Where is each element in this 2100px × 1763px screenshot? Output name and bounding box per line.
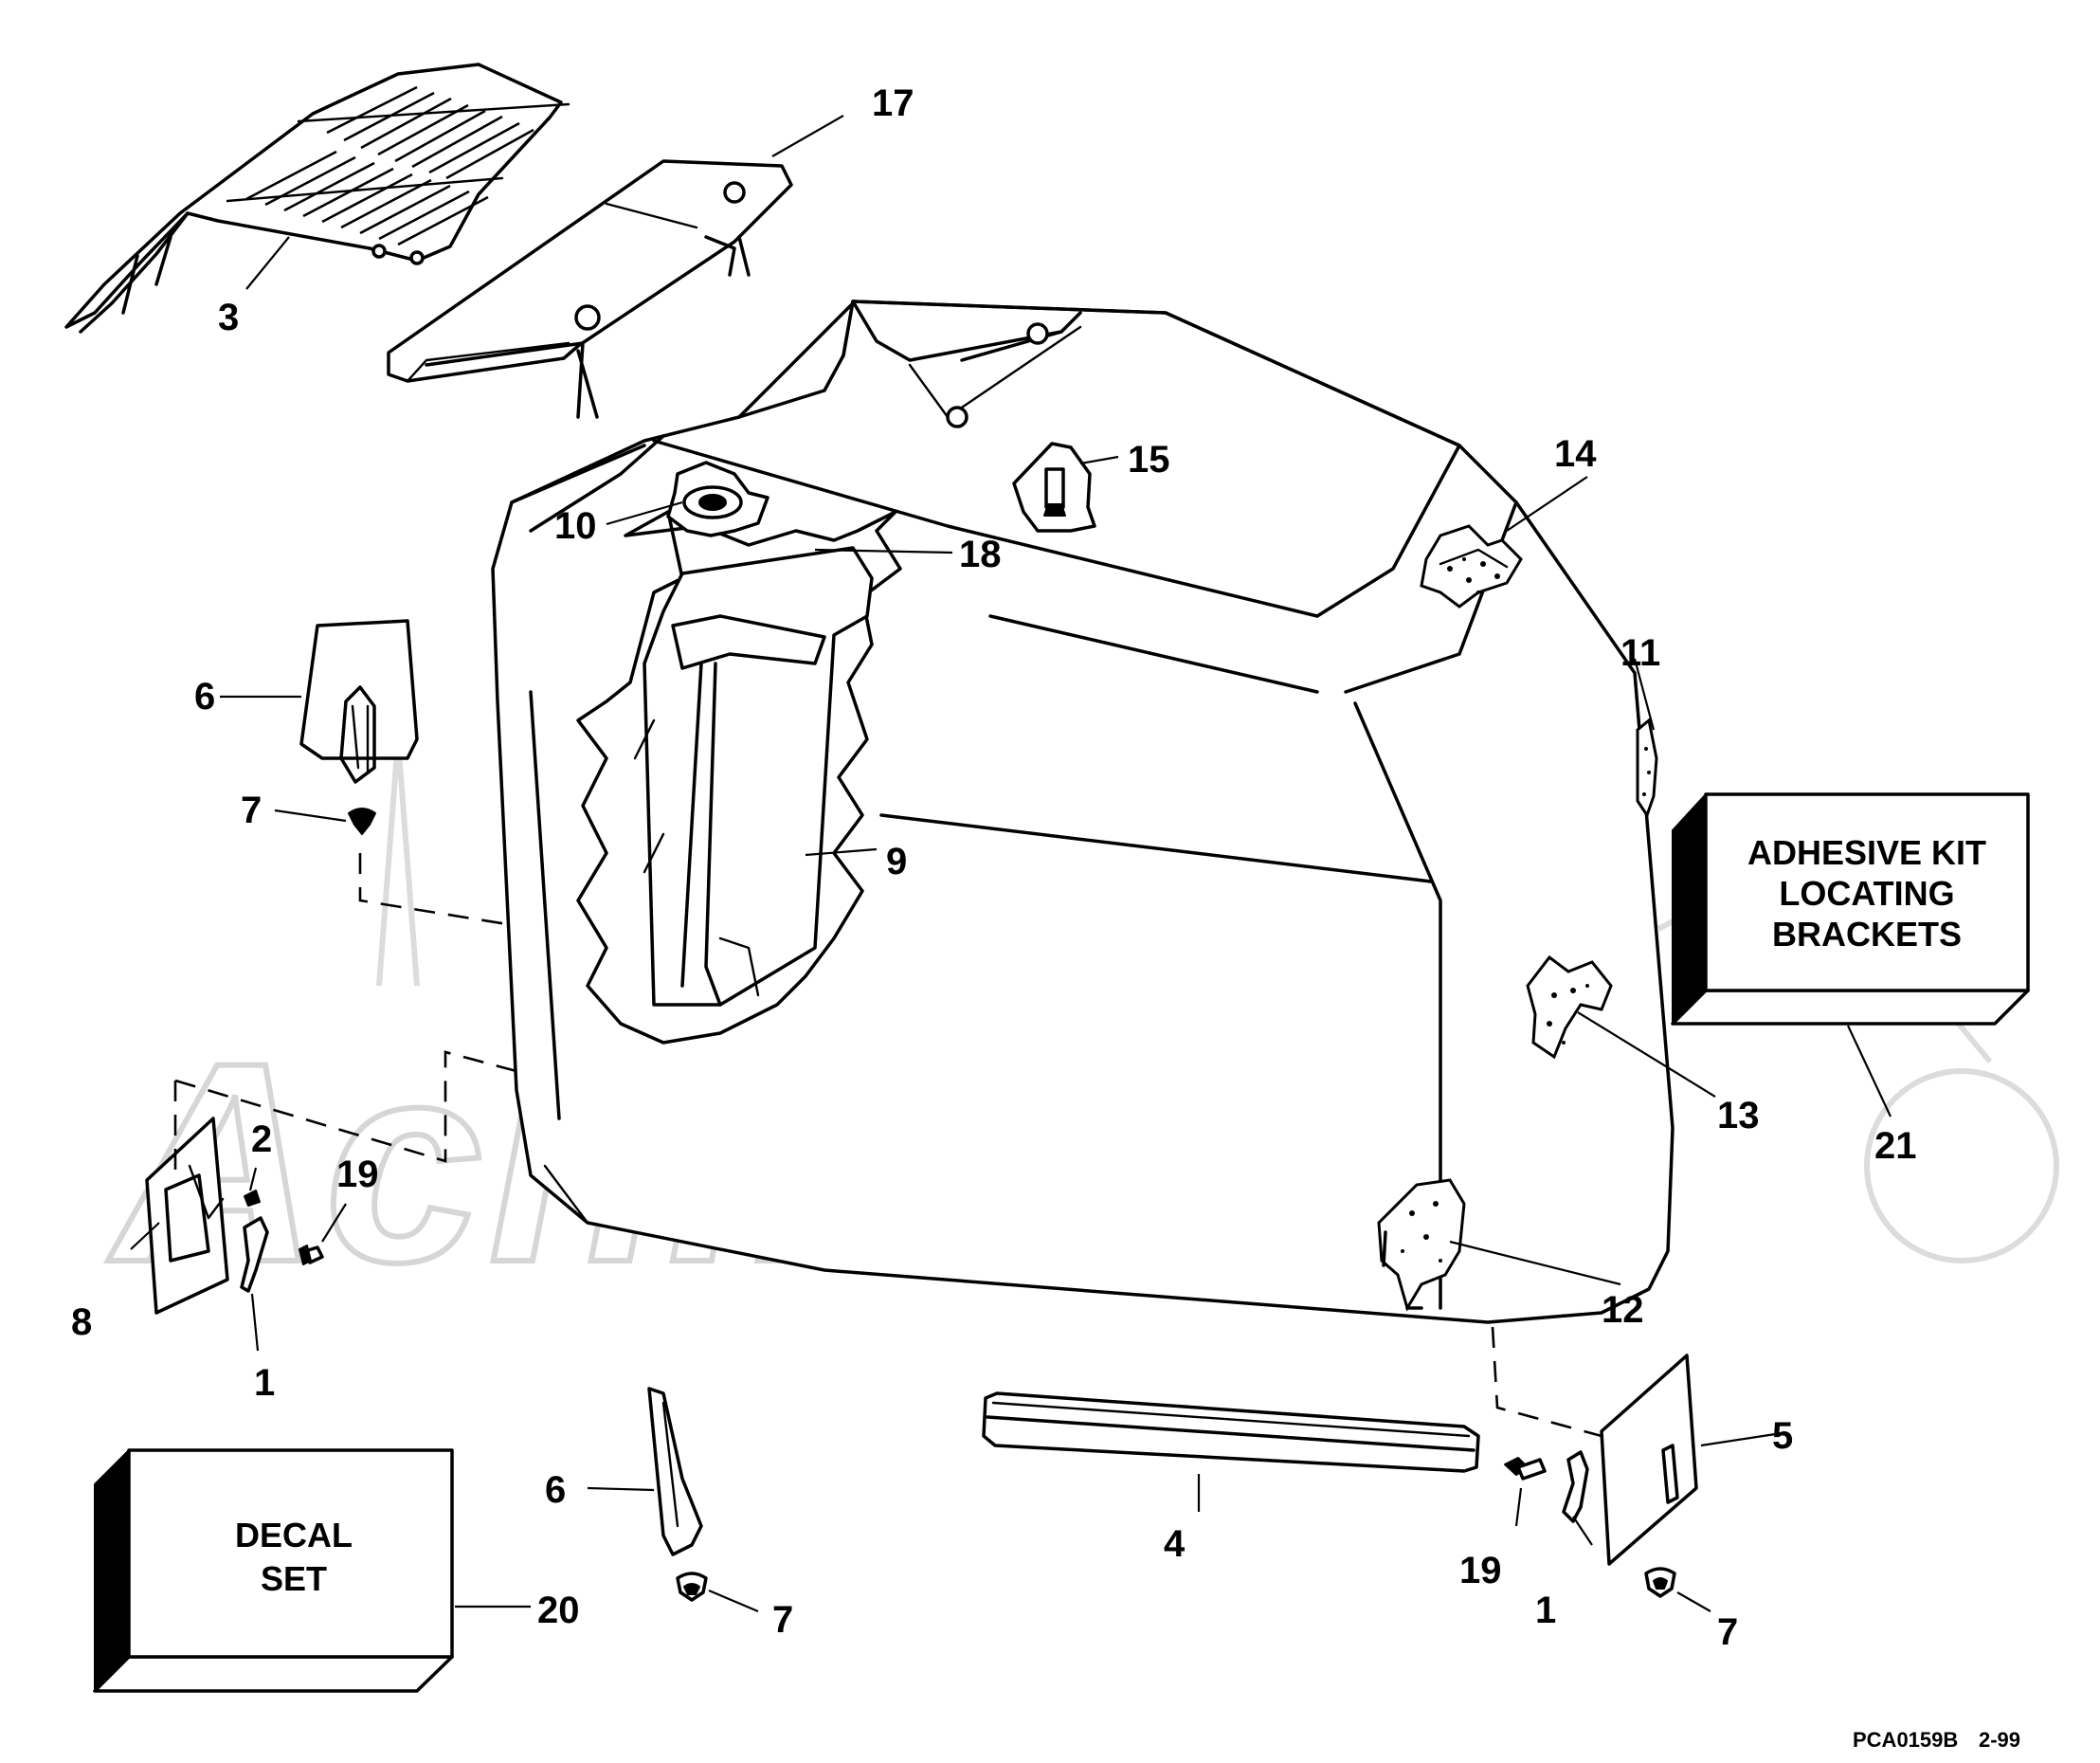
- part-11-foam: [1636, 718, 1658, 819]
- drawing-reference: PCA0159B 2-99: [1853, 1728, 2020, 1752]
- callout-6-upper: 6: [194, 676, 215, 718]
- callout-13: 13: [1717, 1095, 1760, 1136]
- part-19-screw-left: [299, 1245, 324, 1265]
- part-4-rub-strip: [982, 1391, 1480, 1473]
- callout-18: 18: [959, 534, 1002, 575]
- part-12-foam: [1377, 1178, 1466, 1312]
- callout-numbers: 17 3 15 14 10 18 11 6 7 9 13 21 2 19 12 …: [71, 82, 1917, 1653]
- adhesive-kit-line2: LOCATING: [1779, 874, 1954, 913]
- callout-7-upper: 7: [241, 790, 262, 831]
- part-15-bolt: [1012, 442, 1096, 533]
- callout-20: 20: [537, 1590, 580, 1631]
- decal-set-line2: SET: [261, 1559, 327, 1598]
- part-17-vent: [387, 159, 793, 419]
- callout-11: 11: [1620, 632, 1660, 674]
- callout-1-left: 1: [254, 1362, 275, 1404]
- adhesive-kit-box: ADHESIVE KIT LOCATING BRACKETS: [1671, 792, 2030, 1026]
- callout-1-right: 1: [1535, 1590, 1556, 1631]
- callout-7-lower: 7: [772, 1599, 793, 1641]
- callout-4: 4: [1164, 1523, 1186, 1565]
- part-5-plate: [1600, 1354, 1698, 1566]
- part-2-clip: [244, 1190, 261, 1207]
- callout-7-right: 7: [1717, 1611, 1738, 1653]
- part-6-bracket-lower: [647, 1387, 703, 1556]
- drawing-date: 2-99: [1979, 1728, 2020, 1752]
- part-1-latch-right: [1562, 1450, 1589, 1523]
- part-8-plate: [145, 1117, 229, 1315]
- speckle: [1447, 557, 1500, 594]
- callout-19-left: 19: [336, 1154, 379, 1195]
- callout-5: 5: [1772, 1415, 1793, 1457]
- part-14-foam: [1420, 524, 1523, 609]
- adhesive-kit-line3: BRACKETS: [1772, 915, 1962, 954]
- part-7-fastener-upper: [348, 808, 376, 835]
- callout-8: 8: [71, 1301, 92, 1343]
- callout-17: 17: [872, 82, 914, 124]
- callout-12: 12: [1602, 1289, 1644, 1331]
- callout-10: 10: [554, 505, 597, 547]
- callout-19-right: 19: [1459, 1550, 1502, 1591]
- callout-3: 3: [218, 297, 239, 338]
- part-13-foam: [1526, 954, 1613, 1060]
- part-10-grommet: [666, 461, 769, 537]
- part-9-baffle-cutaway: [576, 510, 902, 1045]
- callout-9: 9: [886, 841, 907, 882]
- decal-set-box: DECAL SET: [93, 1448, 454, 1693]
- decal-set-line1: DECAL: [235, 1516, 353, 1554]
- part-19-screw-right: [1504, 1457, 1547, 1481]
- callout-21: 21: [1874, 1125, 1917, 1167]
- callout-15: 15: [1128, 439, 1170, 481]
- part-3-grille-cover: [64, 63, 570, 334]
- part-6-bracket-upper: [299, 619, 419, 784]
- part-1-latch-left: [240, 1216, 269, 1293]
- drawing-code: PCA0159B: [1853, 1728, 1958, 1752]
- assembly-dashed-lines: [173, 853, 1602, 1438]
- leader-lines: [130, 115, 1892, 1613]
- grille-slots: [245, 85, 534, 246]
- callout-6-lower: 6: [545, 1469, 566, 1511]
- part-7-fastener-lower: [676, 1572, 708, 1602]
- callout-2: 2: [251, 1118, 272, 1160]
- part-7-fastener-right: [1644, 1567, 1676, 1598]
- adhesive-kit-line1: ADHESIVE KIT: [1747, 833, 1986, 872]
- callout-14: 14: [1554, 433, 1597, 475]
